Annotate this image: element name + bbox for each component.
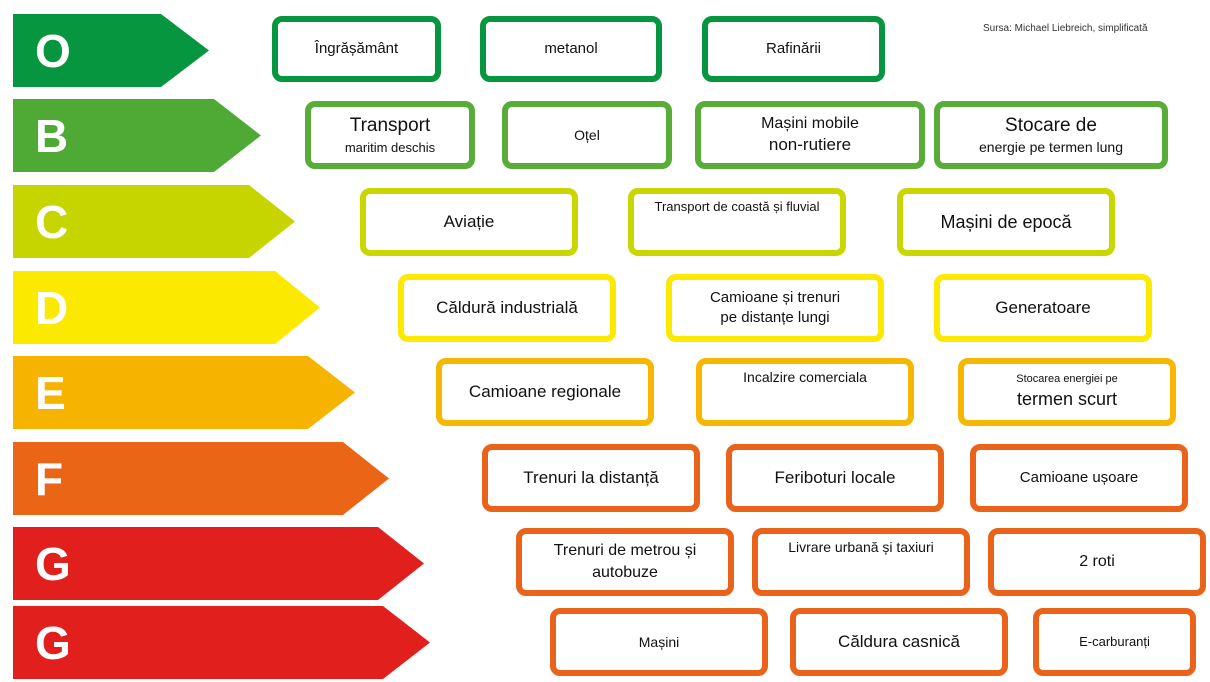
application-label: maritim deschis: [344, 140, 436, 156]
application-label: Aviație: [443, 211, 495, 231]
application-box: Generatoare: [934, 274, 1152, 342]
rating-letter: F: [35, 452, 64, 505]
rating-letter: G: [35, 537, 71, 590]
source-note: Sursa: Michael Liebreich, simplificată: [983, 23, 1148, 34]
rating-arrow-fill: [13, 271, 320, 344]
rating-arrow-d-4: D: [13, 271, 320, 344]
application-box: Mașini de epocă: [897, 188, 1115, 256]
rating-arrow-shape: [13, 14, 209, 87]
application-label: Îngrășământ: [314, 39, 399, 57]
rating-letter: G: [35, 616, 71, 669]
application-label: Rafinării: [765, 39, 822, 57]
rating-arrow-fill: [13, 442, 389, 515]
rating-arrow-shape: [13, 606, 430, 679]
application-label: Camioane și trenuri: [709, 288, 841, 306]
application-box: Camioane și trenuri pe distanțe lungi: [666, 274, 884, 342]
rating-arrow-f-6: F: [13, 442, 389, 515]
application-box: Stocare de energie pe termen lung: [934, 101, 1168, 169]
application-label: Mașini de epocă: [940, 211, 1072, 232]
application-label: Oțel: [574, 126, 600, 143]
application-box: Mașini: [550, 608, 768, 676]
application-box: Transport de coastă și fluvial: [628, 188, 846, 256]
rating-arrow-fill: [13, 14, 209, 87]
application-box: 2 roti: [988, 528, 1206, 596]
rating-letter: B: [35, 109, 69, 162]
application-label: Livrare urbană și taxiuri: [788, 539, 934, 555]
rating-arrow-shape: [13, 442, 389, 515]
rating-arrow-e-5: E: [13, 356, 355, 429]
rating-arrow-g-7: G: [13, 527, 424, 600]
application-label: Stocarea energiei pe: [1016, 373, 1118, 386]
rating-letter: O: [35, 24, 71, 77]
application-box: E-carburanți: [1033, 608, 1196, 676]
application-label: Transport: [349, 115, 431, 137]
rating-arrow-shape: [13, 271, 320, 344]
rating-arrow-fill: [13, 606, 430, 679]
rating-letter: D: [35, 281, 69, 334]
application-box: Camioane ușoare: [970, 444, 1188, 512]
rating-arrow-fill: [13, 527, 424, 600]
application-box: Mașini mobile non-rutiere: [695, 101, 925, 169]
application-box: Transport maritim deschis: [305, 101, 475, 169]
rating-letter: E: [35, 366, 66, 419]
application-label: Căldură industrială: [436, 297, 578, 317]
application-label: Trenuri de metrou și: [553, 542, 697, 560]
rating-arrow-c-3: C: [13, 185, 295, 258]
application-label: Trenuri la distanță: [523, 467, 659, 487]
application-label: pe distanțe lungi: [720, 309, 830, 326]
rating-arrow-fill: [13, 185, 295, 258]
application-box: Trenuri la distanță: [482, 444, 700, 512]
rating-arrow-shape: [13, 99, 261, 172]
application-label: Camioane ușoare: [1019, 468, 1139, 486]
application-box: Incalzire comerciala: [696, 358, 914, 426]
application-label: Incalzire comerciala: [743, 369, 867, 385]
rating-arrow-fill: [13, 99, 261, 172]
rating-arrow-shape: [13, 356, 355, 429]
application-box: Oțel: [502, 101, 672, 169]
rating-letter: C: [35, 195, 69, 248]
application-label: termen scurt: [1016, 389, 1118, 410]
rating-arrow-o-1: O: [13, 14, 209, 87]
application-box: Camioane regionale: [436, 358, 654, 426]
application-box: Rafinării: [702, 16, 885, 82]
application-label: non-rutiere: [768, 135, 852, 155]
application-box: Stocarea energiei pe termen scurt: [958, 358, 1176, 426]
application-box: Căldură industrială: [398, 274, 616, 342]
application-label: Stocare de: [1005, 114, 1097, 136]
application-box: Îngrășământ: [272, 16, 441, 82]
rating-arrow-shape: [13, 185, 295, 258]
application-box: Căldura casnică: [790, 608, 1008, 676]
application-label: 2 roti: [1079, 553, 1115, 571]
application-label: Mașini: [638, 633, 680, 650]
application-label: energie pe termen lung: [979, 139, 1123, 156]
rating-arrow-b-2: B: [13, 99, 261, 172]
application-label: Transport de coastă și fluvial: [654, 199, 820, 214]
application-box: Aviație: [360, 188, 578, 256]
application-box: Trenuri de metrou și autobuze: [516, 528, 734, 596]
application-label: E-carburanți: [1079, 634, 1150, 650]
application-label: Generatoare: [995, 297, 1091, 317]
application-label: Feriboturi locale: [774, 467, 896, 487]
application-label: autobuze: [592, 564, 658, 581]
application-label: Căldura casnică: [838, 631, 960, 651]
application-label: Mașini mobile: [761, 114, 859, 132]
rating-arrow-g-8: G: [13, 606, 430, 679]
application-label: Camioane regionale: [468, 381, 622, 401]
application-box: metanol: [480, 16, 662, 82]
rating-arrow-shape: [13, 527, 424, 600]
rating-arrow-fill: [13, 356, 355, 429]
application-box: Feriboturi locale: [726, 444, 944, 512]
application-box: Livrare urbană și taxiuri: [752, 528, 970, 596]
application-label: metanol: [544, 39, 598, 57]
